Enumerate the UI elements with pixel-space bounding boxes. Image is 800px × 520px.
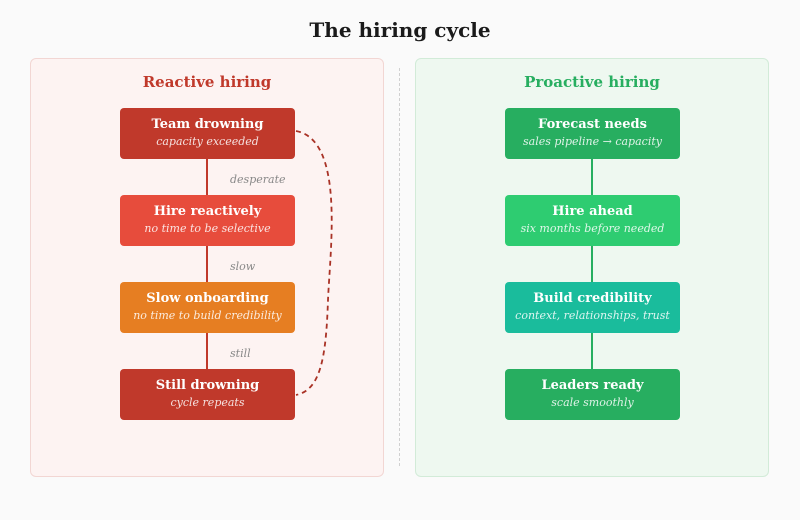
step-box: Leaders ready scale smoothly	[505, 369, 680, 420]
step-sublabel: no time to build credibility	[133, 309, 282, 322]
connector	[206, 333, 208, 369]
diagram-title: The hiring cycle	[309, 18, 491, 42]
step-box: Hire ahead six months before needed	[505, 195, 680, 246]
step-label: Team drowning	[151, 117, 264, 132]
step-box: Still drowning cycle repeats	[120, 369, 295, 420]
step-box: Slow onboarding no time to build credibil…	[120, 282, 295, 333]
proactive-title: Proactive hiring	[524, 73, 660, 91]
edge-label: slow	[230, 260, 256, 273]
step-sublabel: six months before needed	[520, 222, 665, 235]
step-label: Still drowning	[155, 378, 260, 393]
step-sublabel: capacity exceeded	[156, 135, 259, 148]
step-label: Hire reactively	[153, 204, 262, 219]
connector	[206, 246, 208, 282]
connector	[591, 159, 593, 195]
step-sublabel: no time to be selective	[144, 222, 271, 235]
connector	[206, 159, 208, 195]
step-label: Hire ahead	[552, 204, 633, 219]
step-sublabel: cycle repeats	[170, 396, 245, 409]
reactive-title: Reactive hiring	[142, 73, 272, 91]
step-label: Forecast needs	[538, 117, 647, 132]
edge-label: still	[230, 347, 251, 360]
edge-label: desperate	[230, 173, 286, 186]
step-box: Forecast needs sales pipeline → capacity	[505, 108, 680, 159]
step-box: Build credibility context, relationships,…	[505, 282, 680, 333]
step-box: Hire reactively no time to be selective	[120, 195, 295, 246]
step-sublabel: sales pipeline → capacity	[523, 135, 662, 148]
connector	[591, 333, 593, 369]
step-sublabel: scale smoothly	[551, 396, 634, 409]
step-box: Team drowning capacity exceeded	[120, 108, 295, 159]
step-sublabel: context, relationships, trust	[515, 309, 670, 322]
divider	[399, 68, 400, 466]
step-label: Slow onboarding	[146, 291, 269, 306]
step-label: Build credibility	[533, 291, 652, 306]
connector	[591, 246, 593, 282]
step-label: Leaders ready	[541, 378, 644, 393]
